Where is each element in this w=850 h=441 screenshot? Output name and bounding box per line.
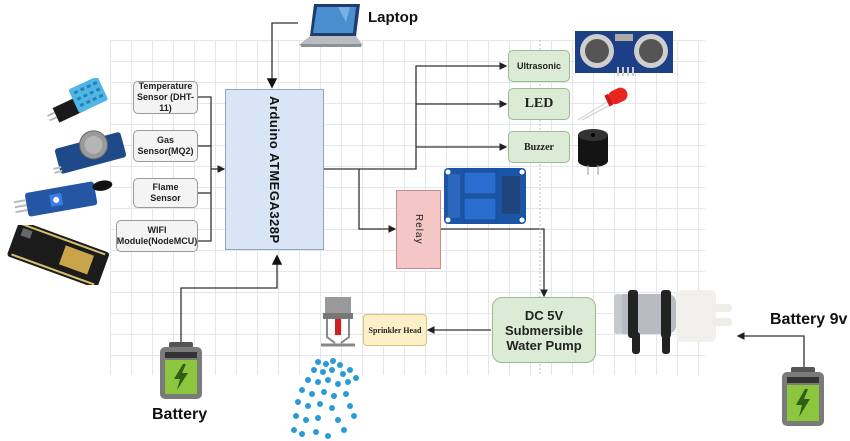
wire-sensor-bus: [198, 96, 212, 242]
battery-main-icon: [160, 342, 202, 399]
flame-sensor-box: Flame Sensor: [133, 178, 198, 208]
wire-relay-to-pump: [441, 228, 548, 298]
relay-module-icon: [444, 168, 526, 224]
nodemcu-board-icon: [7, 225, 110, 285]
temperature-sensor-box: Temperature Sensor (DHT-11): [133, 81, 198, 114]
arduino-controller-box: Arduino ATMEGA328P: [225, 89, 324, 250]
relay-box: Relay: [396, 190, 441, 269]
sprinkler-head-box: Sprinkler Head: [363, 314, 427, 346]
red-led-icon: [577, 87, 628, 121]
mq2-gas-sensor-icon: [53, 130, 127, 174]
water-pump-box: DC 5V Submersible Water Pump: [492, 297, 596, 363]
wifi-module-box: WIFI Module(NodeMCU): [116, 220, 198, 252]
wire-to-ultrasonic: [324, 62, 508, 170]
ultrasonic-sensor-icon: [575, 31, 673, 76]
battery-9v-icon: [782, 367, 824, 426]
dht11-sensor-icon: [47, 78, 108, 123]
wire-laptop-to-arduino: [266, 22, 298, 89]
sprinkler-icon: [321, 297, 355, 347]
laptop-icon: [300, 4, 362, 47]
battery-9v-label: Battery 9v: [770, 311, 848, 328]
flame-sensor-icon: [13, 180, 113, 217]
led-box: LED: [508, 88, 570, 120]
ultrasonic-box: Ultrasonic: [508, 50, 570, 82]
laptop-label: Laptop: [368, 9, 418, 26]
wire-battery-to-arduino: [180, 254, 283, 343]
wire-battery9v-to-pump: [736, 332, 805, 368]
water-spray-icon: [291, 358, 359, 439]
gas-sensor-box: Gas Sensor(MQ2): [133, 130, 198, 162]
water-pump-icon: [614, 290, 732, 354]
battery-label: Battery: [152, 406, 208, 423]
wire-to-relay: [358, 169, 397, 233]
buzzer-box: Buzzer: [508, 131, 570, 163]
buzzer-icon: [578, 129, 608, 175]
